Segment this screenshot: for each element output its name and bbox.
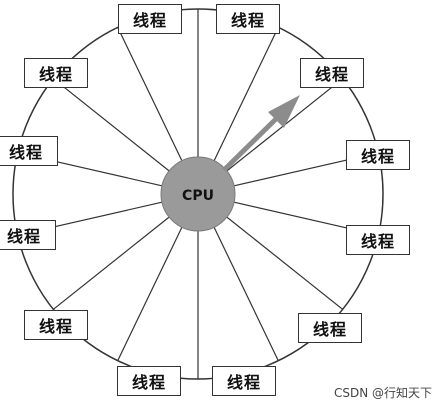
spoke-line: [213, 227, 279, 361]
spoke-line: [117, 27, 183, 161]
thread-box: 线程: [212, 366, 276, 396]
watermark: CSDN @行知天下: [333, 386, 432, 400]
spoke-line: [117, 227, 183, 361]
spoke-line: [226, 216, 343, 310]
spoke-line: [53, 78, 170, 172]
thread-box: 线程: [346, 225, 410, 255]
pointer-arrow: [222, 95, 300, 172]
cpu-label: CPU: [182, 188, 214, 204]
thread-box: 线程: [24, 58, 88, 88]
thread-box: 线程: [298, 313, 362, 343]
thread-box: 线程: [24, 310, 88, 340]
thread-box: 线程: [0, 136, 58, 166]
thread-box: 线程: [300, 58, 364, 88]
thread-box: 线程: [117, 366, 181, 396]
spoke-line: [213, 27, 279, 161]
cpu-circle: [160, 156, 236, 232]
thread-box: 线程: [346, 140, 410, 170]
thread-box: 线程: [0, 220, 56, 250]
spoke-line: [53, 216, 170, 310]
thread-box: 线程: [216, 4, 280, 34]
thread-box: 线程: [118, 4, 182, 34]
